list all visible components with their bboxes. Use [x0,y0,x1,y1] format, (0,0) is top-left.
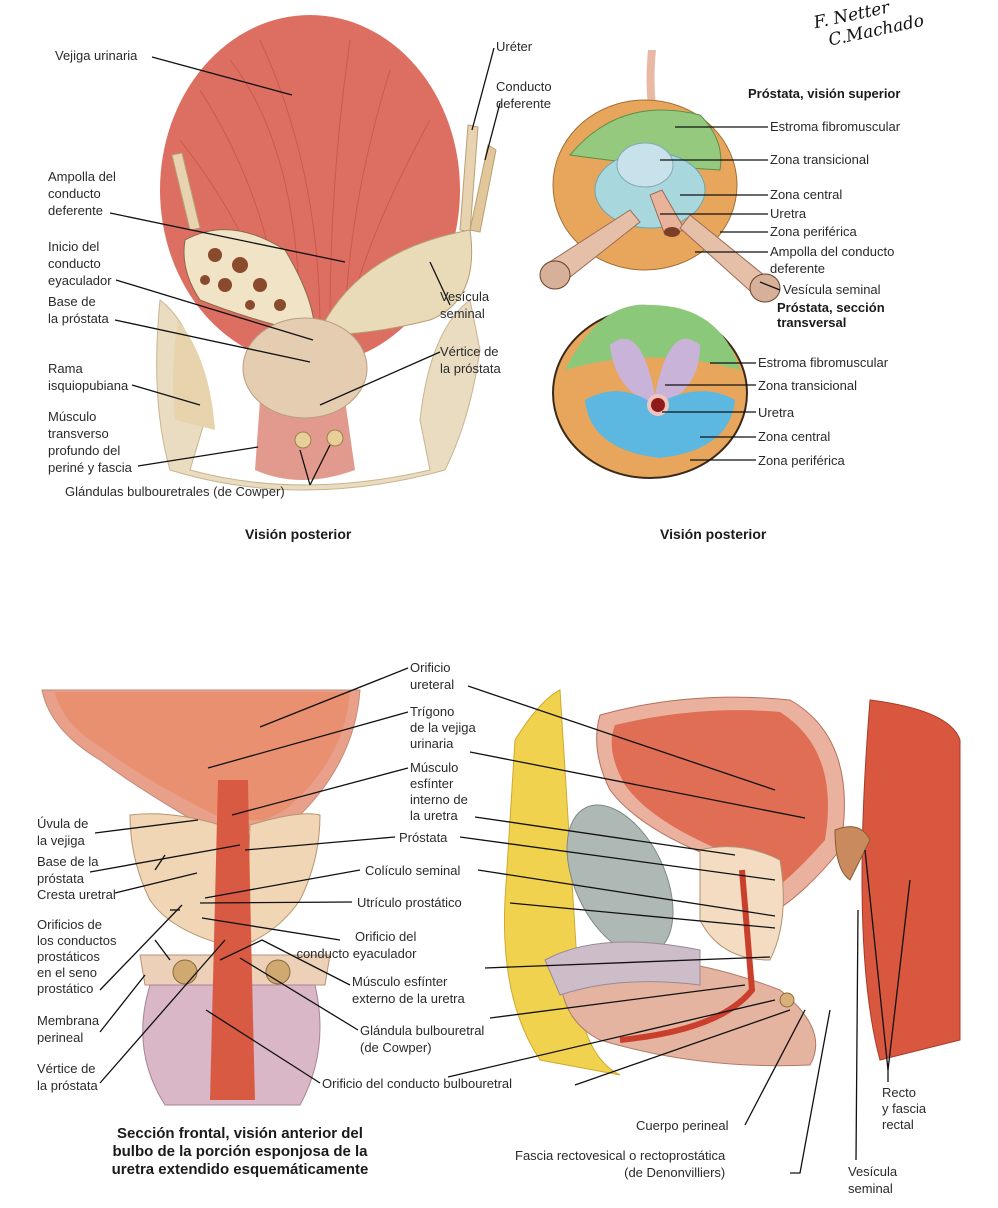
label-sec-transicional: Zona transicional [758,378,857,393]
label-sec-central: Zona central [758,429,831,444]
ductus-right [469,144,497,233]
transition-zone [616,142,674,188]
bladder-sagittal [611,710,828,900]
label-glandula-bulbouretral: Glándula bulbouretral(de Cowper) [360,1023,485,1055]
prostate-sagittal [699,846,784,961]
seminal-vesicle-sagittal [834,826,871,881]
label-sup-periferica: Zona periférica [770,224,857,239]
label-glandulas: Glándulas bulbouretrales (de Cowper) [65,484,285,499]
prostate-section-figure [552,304,748,479]
seminal-vesicle-right [319,229,473,336]
prostate [242,317,368,419]
label-cresta: Cresta uretral [37,887,116,902]
label-fascia: Fascia rectovesical o rectoprostática(de… [515,1148,726,1180]
prostate-left [129,813,226,946]
posterior-view-figure [156,15,497,491]
urethra-stalk [646,50,656,105]
rama-isquiopubiana [173,320,215,430]
caption-posterior-left: Visión posterior [245,526,352,542]
label-sup-uretra: Uretra [770,206,807,221]
label-sup-estroma: Estroma fibromuscular [770,119,901,134]
label-sup-central: Zona central [770,187,843,202]
ureter-left [171,152,201,231]
label-sec-estroma: Estroma fibromuscular [758,355,889,370]
label-sec-periferica: Zona periférica [758,453,845,468]
cowper-sagittal [779,992,795,1008]
cowper-gland-right [326,429,344,447]
section-central [585,391,735,458]
label-vejiga: Vejiga urinaria [55,48,138,63]
section-transition [610,338,700,405]
cowper-gland-left [294,431,312,449]
prostate-superior-figure [539,50,781,303]
label-sec-uretra: Uretra [758,405,795,420]
posterior-leader-lines [109,47,501,486]
label-sup-vesicula: Vesícula seminal [783,282,881,297]
corpus-cavernosum [544,941,701,996]
caption-posterior-right: Visión posterior [660,526,767,542]
cowper-right [265,959,291,985]
label-prostata: Próstata [399,830,448,845]
sagittal-section-figure [503,689,961,1076]
sagittal-leader-lines [447,685,911,1174]
frontal-leader-lines [89,667,409,1084]
zones-leader-lines [660,126,781,461]
urethra-sagittal [619,869,756,1043]
pelvic-bone [156,299,481,491]
label-cuerpo-perineal: Cuerpo perineal [636,1118,729,1133]
label-orificio-bulbouretral: Orificio del conducto bulbouretral [322,1076,513,1091]
rectum [861,699,961,1061]
frontal-section-figure [41,689,361,1106]
cowper-left [172,959,198,985]
label-sup-transicional: Zona transicional [770,152,869,167]
title-superior: Próstata, visión superior [748,86,901,101]
label-utriculo: Utrículo prostático [357,895,462,910]
label-coliculo: Colículo seminal [365,863,461,878]
bladder-lumen [55,692,350,820]
label-ureter: Uréter [496,39,533,54]
